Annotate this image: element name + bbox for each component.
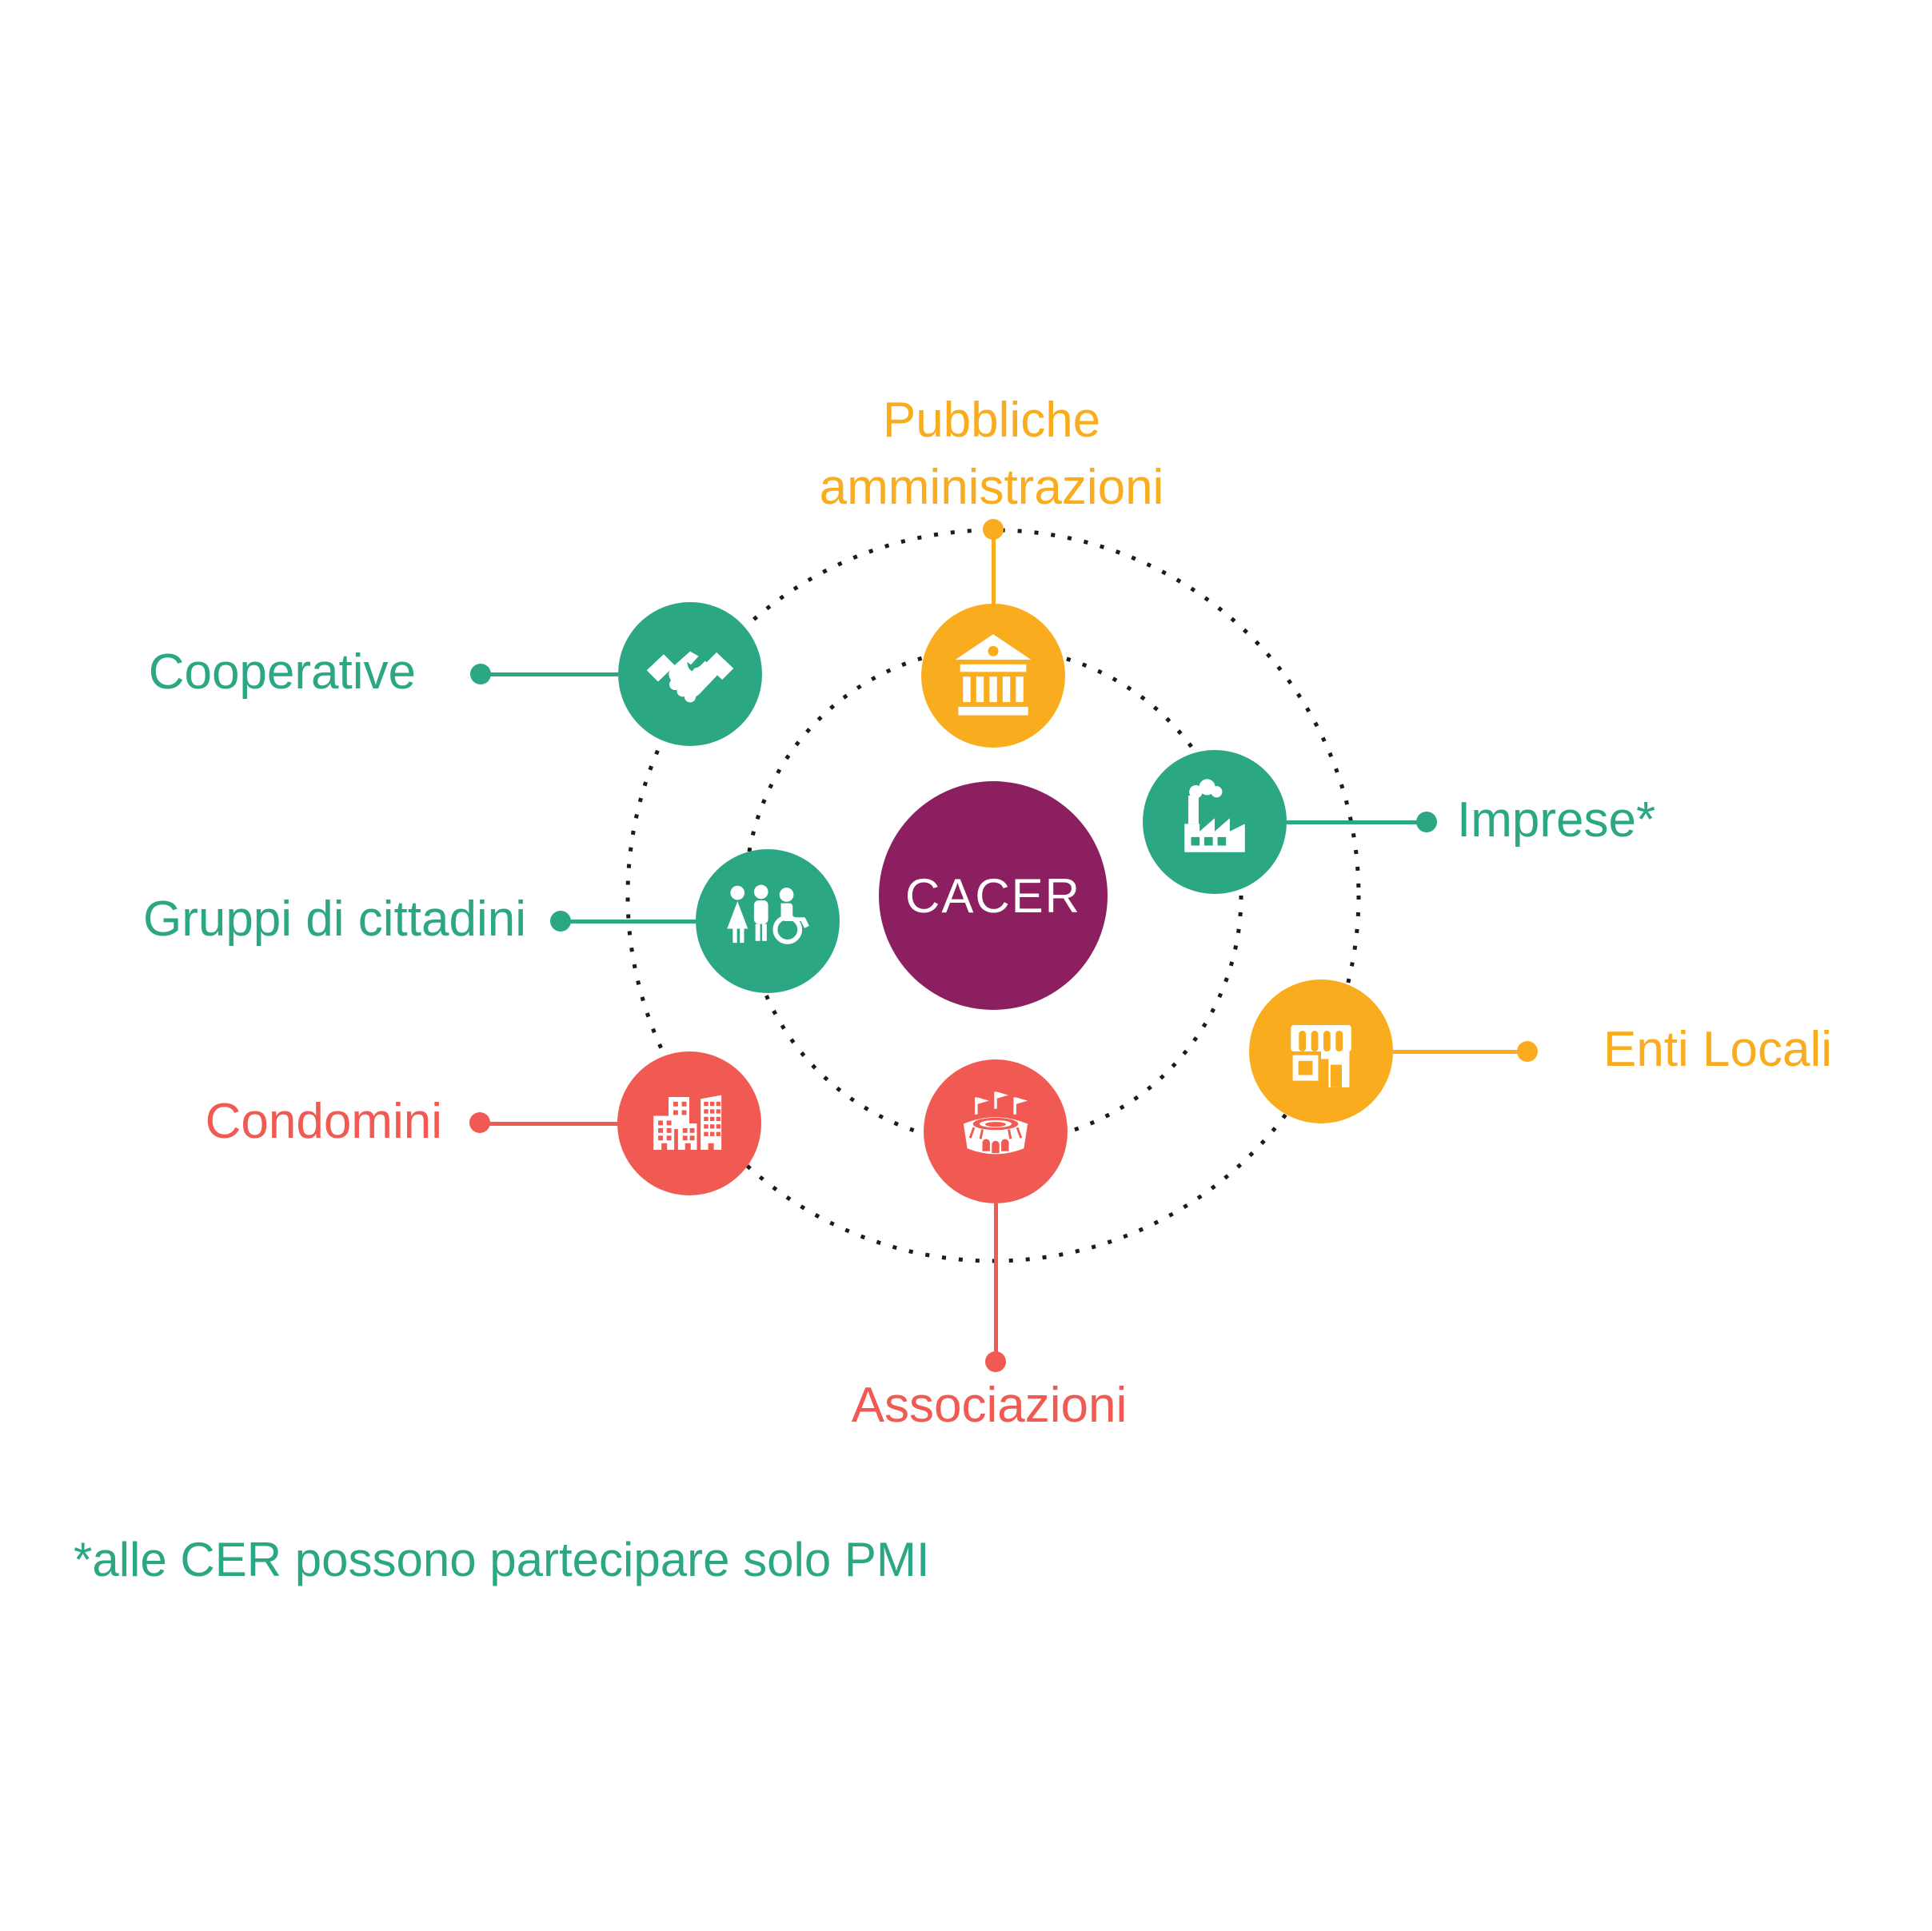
connector-dot-pubbliche-amministrazioni	[983, 519, 1004, 540]
connector-dot-enti-locali	[1517, 1041, 1538, 1062]
node-enti-locali	[1249, 979, 1393, 1123]
node-imprese	[1143, 750, 1287, 894]
connector-dot-associazioni	[985, 1351, 1006, 1372]
connector-line-pubbliche-amministrazioni	[992, 529, 996, 605]
connector-line-enti-locali	[1393, 1050, 1527, 1054]
handshake-icon	[646, 651, 734, 703]
label-enti-locali: Enti Locali	[1603, 1022, 1833, 1077]
label-line-2: amministrazioni	[819, 460, 1164, 515]
connector-line-gruppi-di-cittadini	[561, 920, 697, 924]
outer-dotted-ring	[625, 528, 1361, 1263]
connector-line-cooperative	[481, 672, 618, 676]
node-cooperative	[618, 602, 762, 746]
label-pubbliche-amministrazioni: Pubbliche amministrazioni	[672, 387, 1311, 521]
footnote: *alle CER possono partecipare solo PMI	[74, 1533, 930, 1586]
connector-dot-cooperative	[470, 664, 491, 684]
connector-line-associazioni	[994, 1203, 998, 1362]
connector-dot-imprese	[1416, 812, 1437, 832]
node-gruppi-di-cittadini	[696, 849, 840, 993]
label-imprese: Imprese*	[1457, 792, 1656, 848]
bank-icon	[955, 634, 1032, 716]
connector-dot-condomini	[469, 1112, 490, 1133]
label-condomini: Condomini	[205, 1094, 442, 1149]
buildings-icon	[653, 1095, 722, 1151]
label-cooperative: Cooperative	[148, 644, 416, 700]
label-gruppi-di-cittadini: Gruppi di cittadini	[142, 892, 526, 947]
label-associazioni: Associazioni	[851, 1378, 1128, 1433]
node-associazioni	[924, 1059, 1068, 1203]
cacer-center-label: CACER	[904, 868, 1082, 923]
node-pubbliche-amministrazioni	[921, 604, 1065, 748]
connector-dot-gruppi-di-cittadini	[550, 911, 571, 932]
storefront-icon	[1291, 1024, 1351, 1087]
connector-line-imprese	[1287, 820, 1427, 824]
cacer-center-node: CACER	[879, 781, 1108, 1010]
stadium-icon	[963, 1091, 1028, 1155]
people-icon	[727, 884, 809, 944]
label-line-1: Pubbliche	[882, 393, 1101, 448]
node-condomini	[617, 1051, 761, 1195]
connector-line-condomini	[480, 1122, 618, 1126]
factory-icon	[1184, 779, 1245, 852]
